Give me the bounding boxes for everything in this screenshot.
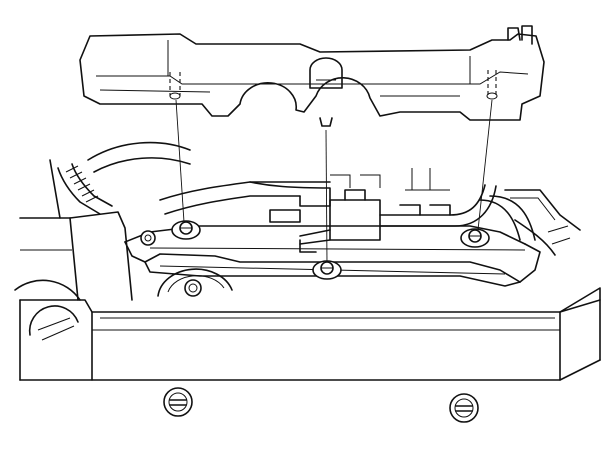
small-bolt-icon [184,279,202,297]
harness [159,168,497,253]
leader-center [325,129,328,265]
small-bolt-icon [140,230,156,246]
bolt-icon [171,220,201,240]
timing-housing [157,268,233,297]
leader-lines [175,99,493,265]
engine-cover [79,25,545,127]
engine-body [19,159,601,381]
plug-icon [449,393,479,423]
right-bracket [504,189,581,256]
leader-right [477,99,493,231]
plug-icon [163,387,193,417]
bolt-icon [312,260,342,280]
leader-left [175,99,185,223]
round-boss-left [14,279,81,341]
hose-left [57,141,191,215]
bolt-icon [460,228,490,248]
